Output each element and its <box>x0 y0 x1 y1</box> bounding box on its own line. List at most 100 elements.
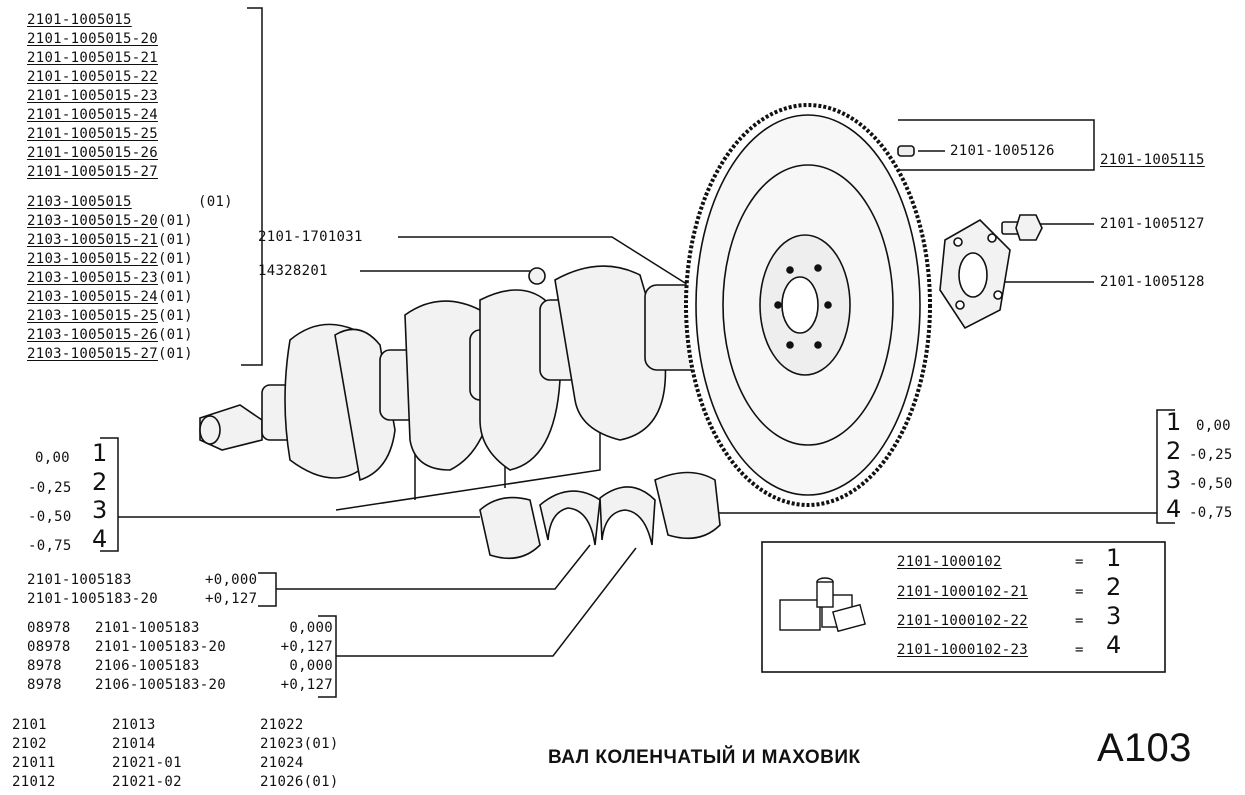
size-value: -0,25 <box>28 480 72 496</box>
part: 2101-1005183-20 <box>95 639 226 655</box>
note: (01) <box>157 251 193 267</box>
size-value: -0,25 <box>1189 447 1233 463</box>
note: (01) <box>157 308 193 324</box>
size-value: -0,50 <box>1189 476 1233 492</box>
size-value: 0,00 <box>35 450 70 466</box>
crankshaft-list-bracket <box>241 7 263 366</box>
note: (01) <box>157 289 193 305</box>
callout-flywheel: 2101-1005115 <box>1100 152 1205 168</box>
size-number: 1 <box>92 439 108 467</box>
size-number: 4 <box>1166 495 1182 523</box>
note: (01) <box>157 213 193 229</box>
callout-washer: 2101-1005128 <box>1100 274 1205 290</box>
note: (01) <box>157 346 193 362</box>
part-row: 2103-1005015-21(01) <box>27 231 193 250</box>
note: (01) <box>198 194 233 210</box>
part: 2101-1005183 <box>95 620 200 636</box>
code: 08978 <box>27 639 71 655</box>
part-number: 2103-1005015-21 <box>27 232 158 248</box>
code: 8978 <box>27 658 62 674</box>
part-number: 2103-1005015-20 <box>27 213 158 229</box>
kit-number: 2 <box>1106 573 1122 601</box>
code: 08978 <box>27 620 71 636</box>
size-value: -0,50 <box>28 509 72 525</box>
model: 21021-01 <box>112 755 182 771</box>
page-code: A103 <box>1097 726 1192 770</box>
page-title: ВАЛ КОЛЕНЧАТЫЙ И МАХОВИК <box>548 747 861 768</box>
part-row: 2103-1005015-20(01) <box>27 212 193 231</box>
kit-part: 2101-1000102-21 <box>897 584 1028 600</box>
part-number: 2101-1005015-21 <box>27 50 158 66</box>
kit-frame <box>761 541 1166 673</box>
kit-eq: = <box>1075 642 1084 658</box>
thrust-bracket-1 <box>258 572 277 607</box>
thrust-part: 2101-1005183 <box>27 572 132 588</box>
model: 21021-02 <box>112 774 182 790</box>
part-number: 2101-1005015 <box>27 12 132 28</box>
thrust-part: 2101-1005183-20 <box>27 591 158 607</box>
value: 0,000 <box>289 620 333 636</box>
value: +0,127 <box>280 677 333 693</box>
part-row: 2103-1005015-23(01) <box>27 269 193 288</box>
part-number: 2103-1005015-22 <box>27 251 158 267</box>
callout-plug: 14328201 <box>258 263 328 279</box>
part-number: 2103-1005015-24 <box>27 289 158 305</box>
note: (01) <box>157 327 193 343</box>
kit-part: 2101-1000102-22 <box>897 613 1028 629</box>
model: 21026(01) <box>260 774 339 790</box>
part-row: 2103-1005015 (01) <box>27 193 233 212</box>
model: 21014 <box>112 736 156 752</box>
part-number: 2103-1005015-25 <box>27 308 158 324</box>
part-number: 2101-1005015-23 <box>27 88 158 104</box>
model: 21011 <box>12 755 56 771</box>
part-row: 2103-1005015-22(01) <box>27 250 193 269</box>
part-number: 2101-1005015-26 <box>27 145 158 161</box>
right-size-bracket <box>1156 409 1175 524</box>
part-number: 2103-1005015-27 <box>27 346 158 362</box>
part-number: 2101-1005015-20 <box>27 31 158 47</box>
flywheel-bracket <box>898 119 1095 171</box>
size-value: -0,75 <box>1189 505 1233 521</box>
part-number: 2101-1005015-24 <box>27 107 158 123</box>
bolt <box>1001 214 1043 241</box>
code: 8978 <box>27 677 62 693</box>
journal-leaders <box>335 420 601 511</box>
callout-bolt: 2101-1005127 <box>1100 216 1205 232</box>
crankshaft <box>199 265 744 482</box>
part-row: 2103-1005015-27(01) <box>27 345 193 364</box>
value: +0,127 <box>280 639 333 655</box>
kit-number: 4 <box>1106 631 1122 659</box>
size-value: 0,00 <box>1196 418 1231 434</box>
size-number: 1 <box>1166 408 1182 436</box>
flywheel <box>684 103 932 507</box>
model: 21024 <box>260 755 304 771</box>
leader-bearing <box>398 236 721 306</box>
left-size-bracket <box>100 437 119 552</box>
part: 2106-1005183 <box>95 658 200 674</box>
kit-number: 1 <box>1106 544 1122 572</box>
size-number: 2 <box>1166 437 1182 465</box>
model: 21022 <box>260 717 304 733</box>
leader-thrust-1 <box>276 544 591 590</box>
callout-flywheel-pin: 2101-1005126 <box>950 143 1055 159</box>
part-number: 2101-1005015-27 <box>27 164 158 180</box>
size-number: 3 <box>92 496 108 524</box>
model: 21012 <box>12 774 56 790</box>
part-number: 2101-1005015-22 <box>27 69 158 85</box>
size-value: -0,75 <box>28 538 72 554</box>
part-number: 2101-1005015-25 <box>27 126 158 142</box>
model: 21023(01) <box>260 736 339 752</box>
part-row: 2103-1005015-26(01) <box>27 326 193 345</box>
washer-plate <box>939 219 1011 330</box>
kit-part: 2101-1000102-23 <box>897 642 1028 658</box>
part-number: 2103-1005015 <box>27 194 132 210</box>
thrust-value: +0,000 <box>205 572 258 588</box>
kit-box-icon <box>779 577 866 633</box>
kit-eq: = <box>1075 613 1084 629</box>
thrust-value: +0,127 <box>205 591 258 607</box>
model: 2102 <box>12 736 47 752</box>
leader-thrust-2 <box>336 547 637 657</box>
part: 2106-1005183-20 <box>95 677 226 693</box>
part-row: 2103-1005015-24(01) <box>27 288 193 307</box>
